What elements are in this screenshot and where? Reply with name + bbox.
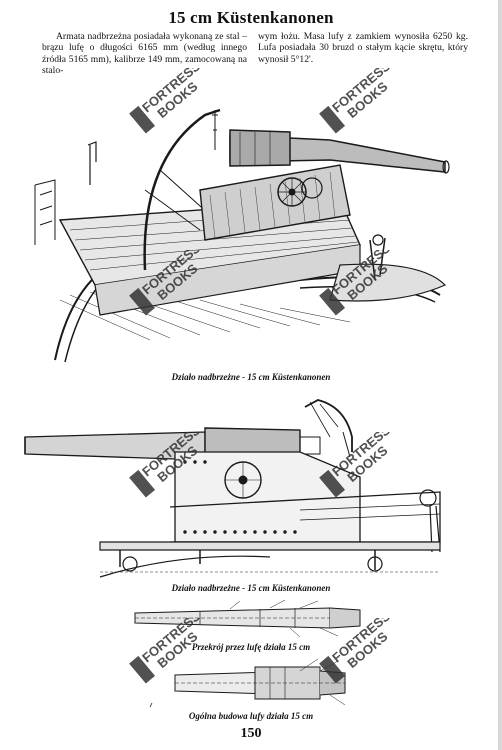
text-column-right: wym łożu. Masa lufy z zamkiem wynosiła 6…: [258, 31, 468, 65]
fortress-logo-icon: [319, 105, 346, 134]
fortress-logo-icon: [319, 287, 346, 316]
fortress-logo-icon: [319, 469, 346, 498]
page-edge: [498, 0, 502, 750]
fortress-logo-icon: [319, 655, 346, 684]
watermark-3: FORTRESS BOOKS: [129, 250, 202, 316]
watermark-2: FORTRESS BOOKS: [319, 68, 392, 134]
page-number: 150: [240, 726, 262, 741]
fortress-logo-icon: [129, 469, 156, 498]
watermark-1: FORTRESS BOOKS: [129, 68, 202, 134]
watermark-6: FORTRESS BOOKS: [319, 432, 392, 498]
watermark-4: FORTRESS BOOKS: [319, 250, 392, 316]
watermark-7: FORTRESS BOOKS: [129, 618, 202, 684]
watermark-8: FORTRESS BOOKS: [319, 618, 392, 684]
page-title: 15 cm Küstenkanonen: [168, 8, 334, 27]
watermark-5: FORTRESS BOOKS: [129, 432, 202, 498]
caption-figure-3: Przekrój przez lufę działa 15 cm: [191, 642, 311, 652]
body-paragraph-left: Armata nadbrzeżna posiadała wykonaną ze …: [42, 31, 247, 77]
caption-figure-2: Działo nadbrzeżne - 15 cm Küstenkanonen: [171, 583, 331, 593]
fortress-logo-icon: [129, 287, 156, 316]
fortress-logo-icon: [129, 105, 156, 134]
caption-figure-1: Działo nadbrzeżne - 15 cm Küstenkanonen: [171, 372, 331, 382]
caption-figure-4: Ogólna budowa lufy działa 15 cm: [188, 711, 314, 721]
fortress-logo-icon: [129, 655, 156, 684]
text-column-left: Armata nadbrzeżna posiadała wykonaną ze …: [42, 31, 247, 77]
figure-coastal-gun-elevation: [24, 399, 441, 578]
body-paragraph-right: wym łożu. Masa lufy z zamkiem wynosiła 6…: [258, 31, 468, 65]
figure-coastal-gun-perspective: [34, 108, 450, 363]
figure-barrel-section: [134, 599, 361, 638]
figure-barrel-construction: [149, 658, 346, 708]
